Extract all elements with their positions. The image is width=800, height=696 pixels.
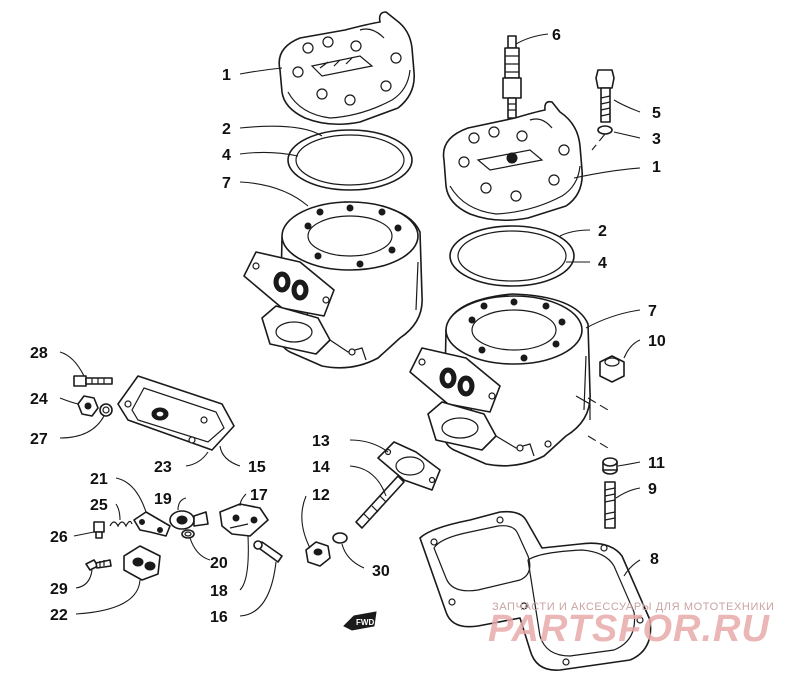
leader-lines <box>59 33 641 617</box>
exhaust-nut <box>305 541 331 567</box>
callout-12: 12 <box>312 487 330 504</box>
linkage-plate <box>123 545 161 581</box>
cylinder-stud <box>604 481 616 529</box>
stud-washer <box>602 457 618 475</box>
callout-18: 18 <box>210 583 228 600</box>
head-o-ring-left <box>295 134 405 186</box>
linkage-pin <box>253 540 283 563</box>
callout-10: 10 <box>648 333 666 350</box>
callout-1-upper: 1 <box>222 67 231 84</box>
callout-2-lower: 2 <box>598 223 607 240</box>
callout-15: 15 <box>248 459 266 476</box>
linkage-bracket <box>219 503 269 537</box>
cover-o-ring <box>99 403 113 417</box>
callout-17: 17 <box>250 487 268 504</box>
callout-11: 11 <box>648 455 665 472</box>
head-gasket-ring-left <box>287 129 413 191</box>
callout-23: 23 <box>154 459 172 476</box>
cover-washer <box>77 395 99 417</box>
callout-19: 19 <box>154 491 172 508</box>
callout-21: 21 <box>90 471 108 488</box>
watermark-tagline: ЗАПЧАСТИ И АКСЕССУАРЫ ДЛЯ МОТОТЕХНИКИ <box>492 601 775 613</box>
base-gasket <box>419 510 652 671</box>
watermark-logo: PARTSFOR.RU <box>488 608 770 650</box>
callout-4-upper: 4 <box>222 147 231 164</box>
head-gasket-ring-right <box>449 225 575 287</box>
exhaust-washer <box>332 532 348 544</box>
callout-22: 22 <box>50 607 68 624</box>
stud-axis-dash <box>587 397 609 411</box>
linkage-spring <box>109 520 133 528</box>
callout-7-upper: 7 <box>222 175 231 192</box>
cover-screw <box>73 375 113 387</box>
head-bolt <box>595 69 615 123</box>
linkage-screw <box>93 521 105 539</box>
callout-16: 16 <box>210 609 228 626</box>
callout-9: 9 <box>648 481 657 498</box>
cylinder-left <box>243 201 423 369</box>
callout-13: 13 <box>312 433 330 450</box>
linkage-lever <box>133 511 171 537</box>
callout-5: 5 <box>652 105 661 122</box>
callout-20: 20 <box>210 555 228 572</box>
valve-cover <box>117 375 235 451</box>
callout-24: 24 <box>30 391 48 408</box>
cylinder-head-left <box>278 11 415 126</box>
bolt-washer <box>597 125 613 135</box>
callout-7-lower: 7 <box>648 303 657 320</box>
flange-nut <box>599 355 625 383</box>
fwd-arrow-icon: FWD <box>343 611 377 631</box>
linkage-screw-small <box>85 559 112 571</box>
callout-29: 29 <box>50 581 68 598</box>
cylinder-head-right <box>442 100 583 222</box>
callout-labels: 1 2 4 7 6 5 3 1 2 4 7 10 11 9 8 28 24 27… <box>30 27 666 626</box>
callout-8: 8 <box>650 551 659 568</box>
callout-27: 27 <box>30 431 48 448</box>
linkage-pulley <box>169 510 209 530</box>
callout-30: 30 <box>372 563 390 580</box>
head-o-ring-right <box>457 230 567 282</box>
callout-25: 25 <box>90 497 108 514</box>
callout-4-lower: 4 <box>598 255 607 272</box>
cylinder-right <box>409 293 591 467</box>
callout-28: 28 <box>30 345 48 362</box>
callout-14: 14 <box>312 459 330 476</box>
callout-2-upper: 2 <box>222 121 231 138</box>
bolt-axis-dash <box>591 133 606 151</box>
callout-3: 3 <box>652 131 661 148</box>
fwd-label: FWD <box>356 618 374 627</box>
callout-6: 6 <box>552 27 561 44</box>
callout-26: 26 <box>50 529 68 546</box>
exhaust-gasket <box>377 441 441 491</box>
linkage-bushing <box>181 529 195 539</box>
callout-1-lower: 1 <box>652 159 661 176</box>
